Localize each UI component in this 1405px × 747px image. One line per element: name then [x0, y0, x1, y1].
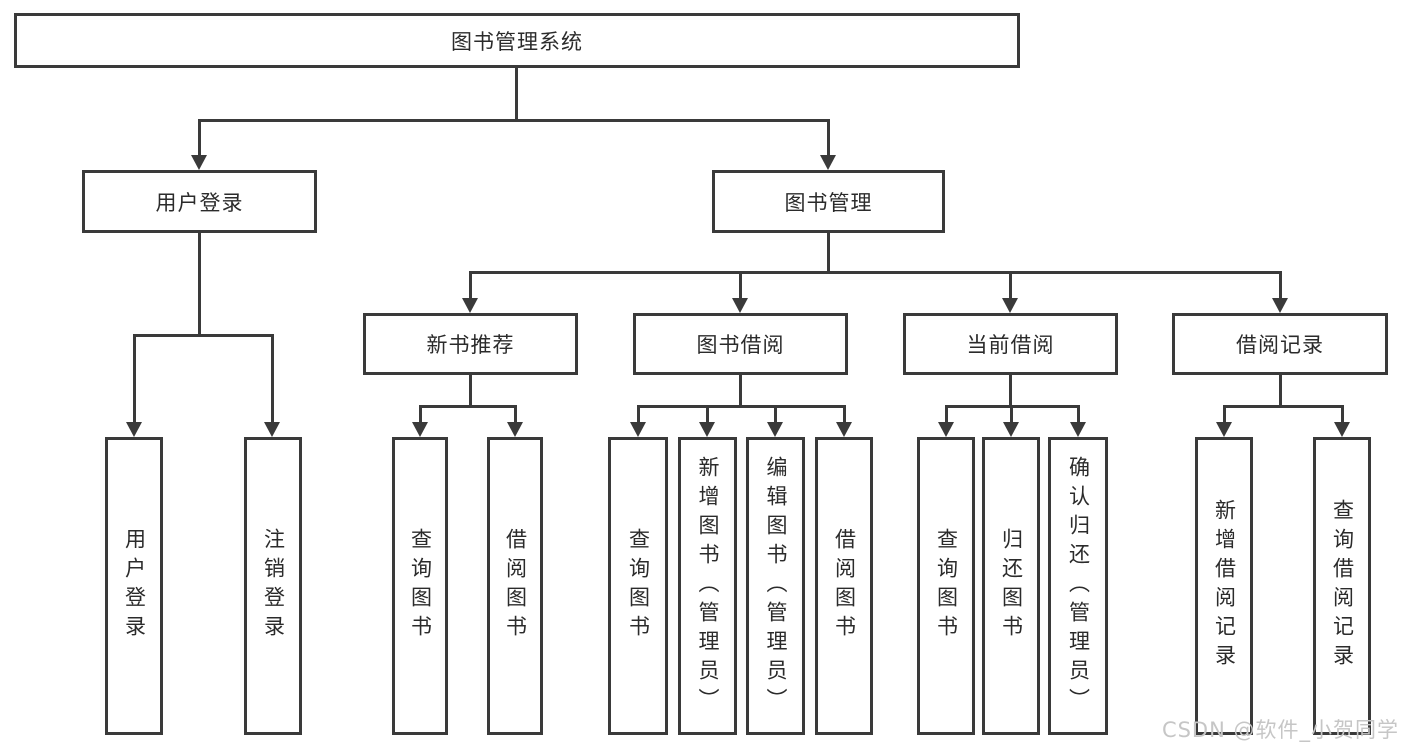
- node-label: 查询图书: [934, 528, 959, 644]
- leaf-borrow-edit-books-admin: 编辑图书（管理员）: [746, 437, 805, 735]
- arrowhead-down: [836, 422, 852, 437]
- connector-line: [515, 68, 518, 120]
- node-library-management-system: 图书管理系统: [14, 13, 1020, 68]
- connector-line: [774, 405, 777, 422]
- arrowhead-down: [264, 422, 280, 437]
- connector-line: [198, 119, 830, 122]
- connector-line: [419, 405, 517, 408]
- connector-line: [637, 405, 640, 422]
- connector-line: [827, 119, 830, 156]
- node-label: 图书借阅: [696, 333, 785, 357]
- connector-line: [843, 405, 846, 422]
- arrowhead-down: [699, 422, 715, 437]
- connector-line: [133, 334, 136, 422]
- node-current-borrow: 当前借阅: [903, 313, 1118, 375]
- node-book-borrow: 图书借阅: [633, 313, 848, 375]
- arrowhead-down: [1272, 298, 1288, 313]
- leaf-recommend-query-books: 查询图书: [392, 437, 448, 735]
- node-label: 新书推荐: [426, 333, 515, 357]
- connector-line: [469, 271, 472, 301]
- arrowhead-down: [1334, 422, 1350, 437]
- connector-line: [271, 334, 274, 422]
- node-label: 新增图书（管理员）: [696, 455, 720, 717]
- leaf-borrow-add-books-admin: 新增图书（管理员）: [678, 437, 737, 735]
- node-label: 用户登录: [122, 528, 147, 644]
- arrowhead-down: [820, 155, 836, 170]
- arrowhead-down: [191, 155, 207, 170]
- leaf-records-add-borrow-record: 新增借阅记录: [1195, 437, 1253, 735]
- node-label: 用户登录: [155, 190, 244, 215]
- connector-line: [1009, 375, 1012, 408]
- node-label: 查询借阅记录: [1330, 499, 1355, 673]
- arrowhead-down: [1003, 422, 1019, 437]
- connector-line: [469, 271, 1282, 274]
- arrowhead-down: [412, 422, 428, 437]
- connector-line: [739, 271, 742, 301]
- arrowhead-down: [507, 422, 523, 437]
- node-label: 图书管理系统: [451, 29, 583, 54]
- connector-line: [637, 405, 846, 408]
- leaf-current-confirm-return-admin: 确认归还（管理员）: [1048, 437, 1108, 735]
- connector-line: [514, 405, 517, 422]
- connector-line: [706, 405, 709, 422]
- node-label: 查询图书: [408, 528, 433, 644]
- node-user-login: 用户登录: [82, 170, 317, 233]
- leaf-borrow-borrow-books: 借阅图书: [815, 437, 873, 735]
- arrowhead-down: [126, 422, 142, 437]
- leaf-current-query-books: 查询图书: [917, 437, 975, 735]
- connector-line: [198, 233, 201, 337]
- arrowhead-down: [732, 298, 748, 313]
- leaf-current-return-books: 归还图书: [982, 437, 1040, 735]
- connector-line: [469, 375, 472, 408]
- connector-line: [945, 405, 948, 422]
- connector-line: [1341, 405, 1344, 422]
- connector-line: [1077, 405, 1080, 422]
- leaf-logout: 注销登录: [244, 437, 302, 735]
- connector-line: [1279, 375, 1282, 408]
- node-label: 图书管理: [784, 190, 873, 215]
- arrowhead-down: [767, 422, 783, 437]
- arrowhead-down: [462, 298, 478, 313]
- leaf-borrow-query-books: 查询图书: [608, 437, 668, 735]
- arrowhead-down: [1070, 422, 1086, 437]
- node-label: 借阅记录: [1236, 333, 1324, 357]
- connector-line: [133, 334, 274, 337]
- node-label: 当前借阅: [966, 333, 1055, 357]
- node-label: 编辑图书（管理员）: [764, 455, 788, 717]
- connector-line: [1223, 405, 1344, 408]
- connector-line: [1009, 271, 1012, 301]
- node-borrow-records: 借阅记录: [1172, 313, 1388, 375]
- arrowhead-down: [1002, 298, 1018, 313]
- arrowhead-down: [630, 422, 646, 437]
- node-label: 借阅图书: [832, 528, 857, 644]
- leaf-recommend-borrow-books: 借阅图书: [487, 437, 543, 735]
- connector-line: [827, 233, 830, 274]
- node-new-book-recommend: 新书推荐: [363, 313, 578, 375]
- node-label: 归还图书: [999, 528, 1024, 644]
- connector-line: [1223, 405, 1226, 422]
- leaf-user-login: 用户登录: [105, 437, 163, 735]
- connector-line: [1279, 271, 1282, 301]
- connector-line: [198, 119, 201, 156]
- node-book-management: 图书管理: [712, 170, 945, 233]
- node-label: 借阅图书: [503, 528, 528, 644]
- leaf-records-query-borrow-record: 查询借阅记录: [1313, 437, 1371, 735]
- node-label: 查询图书: [626, 528, 651, 644]
- arrowhead-down: [1216, 422, 1232, 437]
- connector-line: [419, 405, 422, 422]
- node-label: 新增借阅记录: [1212, 499, 1237, 673]
- node-label: 确认归还（管理员）: [1066, 455, 1091, 717]
- connector-line: [739, 375, 742, 408]
- arrowhead-down: [938, 422, 954, 437]
- connector-line: [1010, 405, 1013, 422]
- node-label: 注销登录: [261, 528, 286, 644]
